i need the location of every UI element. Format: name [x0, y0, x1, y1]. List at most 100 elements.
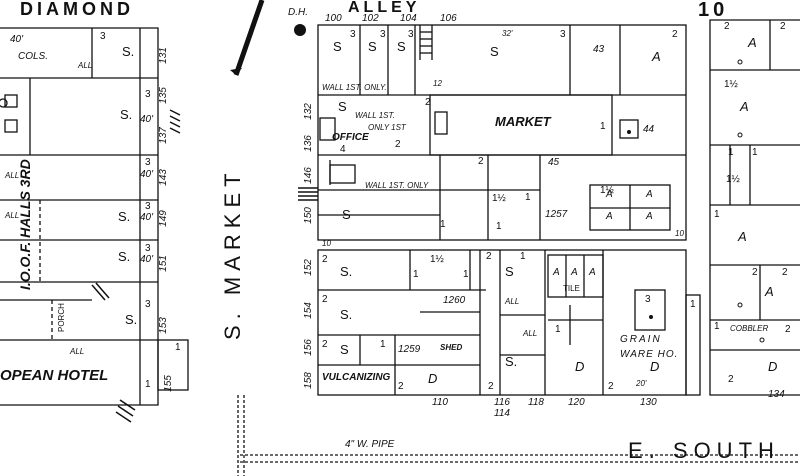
story-count: 1 — [714, 209, 720, 220]
address-number: 151 — [157, 255, 169, 272]
story-count: 2 — [672, 29, 678, 40]
lot-number: 100 — [325, 13, 342, 24]
side-number: 158 — [302, 372, 314, 389]
dim: 40' — [140, 212, 154, 223]
s-label: S. — [505, 354, 518, 369]
story-count: 1 — [463, 269, 469, 280]
story-count: 1 — [714, 321, 720, 332]
story-count: 3 — [350, 29, 356, 40]
one-story: 1 — [145, 379, 151, 390]
grain-label: GRAIN — [620, 334, 662, 345]
story-count: 1 — [413, 269, 419, 280]
s-label: S — [340, 342, 349, 357]
lot-number: 1259 — [398, 344, 421, 355]
side-number: 150 — [302, 207, 314, 224]
a-label: A — [646, 211, 653, 222]
story-count: 2 — [486, 251, 492, 262]
address-number: 135 — [157, 87, 169, 104]
story-count: 3 — [645, 294, 651, 305]
vulcanizing-label: VULCANIZING — [322, 372, 391, 383]
a-label: A — [652, 49, 661, 64]
all-label: ALL — [5, 211, 20, 220]
s-label: S — [505, 264, 514, 279]
story-count: 1½ — [430, 254, 444, 265]
lot-number: 114 — [494, 408, 510, 419]
left-block-boundary — [0, 27, 159, 406]
misc-number: 12 — [433, 79, 442, 88]
story-count: 2 — [782, 267, 788, 278]
story-count: 1 — [525, 192, 531, 203]
main-block-boundary — [317, 24, 687, 241]
lot-number: 102 — [362, 13, 379, 24]
story-count: 3 — [145, 299, 151, 310]
s-label: S. — [118, 209, 131, 224]
sheet-number: 10 — [698, 0, 729, 21]
street-alley: ALLEY — [348, 0, 421, 16]
a-label: A — [738, 229, 747, 244]
lot-number: 106 — [440, 13, 457, 24]
story-count: 3 — [145, 89, 151, 100]
side-number: 154 — [302, 302, 314, 319]
story-count: 1½ — [492, 193, 506, 204]
s-label: S — [342, 207, 351, 222]
wall-note: ONLY 1ST — [368, 123, 406, 132]
address-number: 137 — [157, 127, 169, 144]
story-count: 2 — [322, 339, 328, 350]
story-count: 2 — [752, 267, 758, 278]
dim: 40' — [140, 169, 154, 180]
story-count: 1 — [690, 299, 696, 310]
lot-number: 120 — [568, 397, 585, 408]
dim: 40' — [10, 34, 24, 45]
lot-number: 130 — [640, 397, 657, 408]
story-count: 2 — [724, 21, 730, 32]
street-diamond: DIAMOND — [20, 0, 134, 19]
a-label: A — [765, 284, 774, 299]
dim: 32' — [502, 29, 513, 38]
dim: 20' — [636, 379, 647, 388]
story-count: 2 — [395, 139, 401, 150]
d-label: D — [768, 359, 778, 374]
north-arrow — [230, 0, 265, 76]
story-count: 3 — [100, 31, 106, 42]
side-number: 132 — [302, 103, 314, 120]
right-block-boundary — [709, 19, 800, 396]
tile-label: TILE — [563, 284, 580, 293]
story-count: 1 — [520, 251, 526, 262]
story-count: 2 — [488, 381, 494, 392]
story-count: 3 — [408, 29, 414, 40]
d-label: D — [575, 359, 585, 374]
s-label: S. — [120, 107, 133, 122]
story-count: 4 — [340, 144, 346, 155]
s-label: S — [338, 99, 347, 114]
story-count: 2 — [728, 374, 734, 385]
side-number: 156 — [302, 339, 314, 356]
story-count: 2 — [780, 21, 786, 32]
a-label: A — [553, 267, 560, 278]
wall-note: WALL 1ST. ONLY — [365, 181, 429, 190]
story-count: 2 — [398, 381, 404, 392]
address-number: 155 — [162, 375, 174, 392]
s-label: S. — [340, 264, 353, 279]
dim: 40' — [140, 254, 154, 265]
address-number: 153 — [157, 317, 169, 334]
story-count: 3 — [145, 157, 151, 168]
story-count: 1 — [555, 324, 561, 335]
water-pipe-label: 4" W. PIPE — [345, 439, 395, 450]
a-label: A — [606, 211, 613, 222]
all-label: ALL — [523, 329, 538, 338]
shed-label: SHED — [440, 343, 463, 352]
wall-note: WALL 1ST. — [355, 111, 395, 120]
lot-number: 104 — [400, 13, 417, 24]
story-count: 1 — [440, 219, 446, 230]
s-label: S — [368, 39, 377, 54]
lot-number: 1257 — [545, 209, 568, 220]
d-label: D — [650, 359, 660, 374]
dim: 40' — [140, 114, 154, 125]
address-number: 131 — [157, 47, 169, 64]
all-label: ALL — [78, 61, 93, 70]
lot-number: 116 — [494, 397, 510, 408]
lot-number: 44 — [643, 124, 655, 135]
story-count: 1 — [728, 147, 734, 158]
story-count: 2 — [785, 324, 791, 335]
